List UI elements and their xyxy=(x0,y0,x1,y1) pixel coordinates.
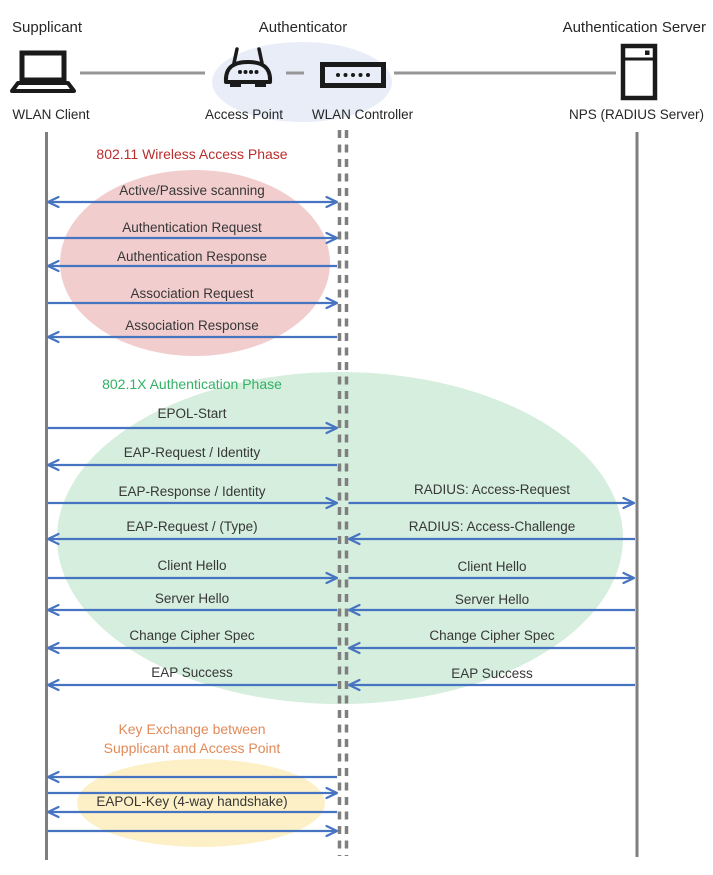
role-authenticator: Authenticator xyxy=(258,19,348,36)
message-label: Authentication Request xyxy=(122,220,262,235)
message-label: EAPOL-Key (4-way handshake) xyxy=(96,794,288,809)
node-label-nps-radius-server: NPS (RADIUS Server) xyxy=(568,107,705,122)
role-authentication-server: Authentication Server xyxy=(562,19,706,36)
node-label-wlan-controller: WLAN Controller xyxy=(311,107,414,122)
message-label: Server Hello xyxy=(154,591,230,606)
message-label: Association Response xyxy=(125,318,259,333)
message-label: RADIUS: Access-Challenge xyxy=(408,519,576,534)
message-label: Active/Passive scanning xyxy=(119,183,265,198)
message-label: Client Hello xyxy=(157,558,227,573)
message-label: Authentication Response xyxy=(116,249,268,264)
message-label: EPOL-Start xyxy=(157,406,227,421)
phase2-title: 802.1X Authentication Phase xyxy=(102,376,282,392)
switch-icon xyxy=(320,62,386,88)
access-point-icon xyxy=(223,47,273,87)
message-label: RADIUS: Access-Request xyxy=(413,482,571,497)
message-label: EAP-Request / Identity xyxy=(123,445,261,460)
message-label: Association Request xyxy=(130,286,254,301)
message-label: EAP Success xyxy=(151,665,233,680)
role-supplicant: Supplicant xyxy=(12,19,83,36)
phase3-title-line1: Key Exchange between xyxy=(118,721,266,737)
phase1-title: 802.11 Wireless Access Phase xyxy=(96,146,288,162)
laptop-icon xyxy=(10,50,76,93)
phase3-title-line2: Supplicant and Access Point xyxy=(103,740,281,756)
phase3-ellipse xyxy=(77,759,325,847)
message-label: EAP-Request / (Type) xyxy=(126,519,258,534)
message-label: EAP Success xyxy=(451,666,533,681)
node-label-wlan-client: WLAN Client xyxy=(12,107,90,122)
message-label: EAP-Response / Identity xyxy=(118,484,266,499)
server-icon xyxy=(620,43,658,101)
message-label: Client Hello xyxy=(457,559,527,574)
message-label: Change Cipher Spec xyxy=(429,628,555,643)
node-label-access-point: Access Point xyxy=(204,107,284,122)
message-label: Change Cipher Spec xyxy=(129,628,255,643)
message-label: Server Hello xyxy=(454,592,530,607)
